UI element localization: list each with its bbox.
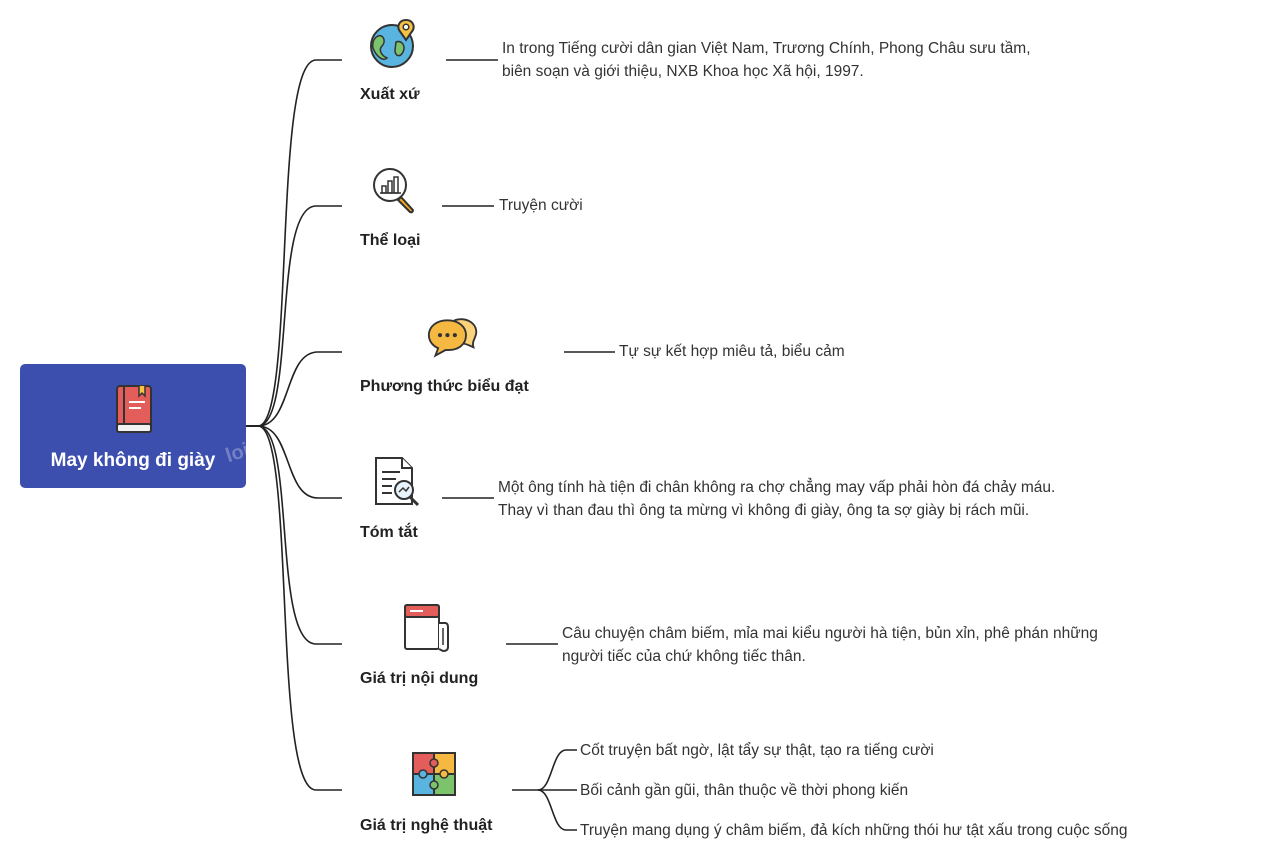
leaf-text: Truyện cười (499, 197, 583, 214)
book-icon (116, 385, 152, 433)
leaf-connector (537, 789, 577, 831)
document-search-icon (375, 457, 420, 507)
branch-connector (246, 205, 342, 427)
leaf-text: Thay vì than đau thì ông ta mừng vì khôn… (498, 502, 1030, 519)
branch-label: Giá trị nội dung (360, 670, 479, 687)
root-title: May không đi giày (50, 450, 216, 471)
branch-connector (246, 425, 342, 645)
leaf-text: người tiếc của chứ không tiếc thân. (562, 648, 806, 665)
branch-label: Xuất xứ (360, 86, 420, 103)
leaf-text: biên soạn và giới thiệu, NXB Khoa học Xã… (502, 63, 864, 80)
puzzle-icon (412, 752, 456, 796)
notebook-icon (404, 604, 449, 653)
branch-connector (246, 425, 342, 791)
globe-pin-icon (370, 18, 415, 68)
branch-connector (246, 351, 342, 427)
branch-label: Giá trị nghệ thuật (360, 817, 493, 834)
leaf-text: Truyện mang dụng ý châm biếm, đả kích nh… (580, 822, 1128, 839)
leaf-text: In trong Tiếng cười dân gian Việt Nam, T… (502, 40, 1031, 57)
branch-label: Phương thức biểu đạt (360, 378, 529, 395)
branch-connector (246, 59, 342, 427)
leaf-text: Một ông tính hà tiện đi chân không ra ch… (498, 479, 1056, 496)
branch-connector (246, 425, 342, 499)
magnifier-chart-icon (373, 168, 414, 214)
leaf-text: Câu chuyện châm biếm, mỉa mai kiểu người… (562, 625, 1098, 642)
speech-bubbles-icon (427, 318, 478, 358)
leaf-text: Cốt truyện bất ngờ, lật tẩy sự thật, tạo… (580, 742, 934, 759)
leaf-connector (537, 749, 577, 791)
branch-label: Tóm tắt (360, 524, 418, 541)
branch-label: Thể loại (360, 232, 421, 249)
leaf-text: Tự sự kết hợp miêu tả, biểu cảm (619, 343, 845, 360)
root-node[interactable]: May không đi giày loi (20, 364, 252, 488)
leaf-text: Bối cảnh gần gũi, thân thuộc về thời pho… (580, 782, 909, 799)
